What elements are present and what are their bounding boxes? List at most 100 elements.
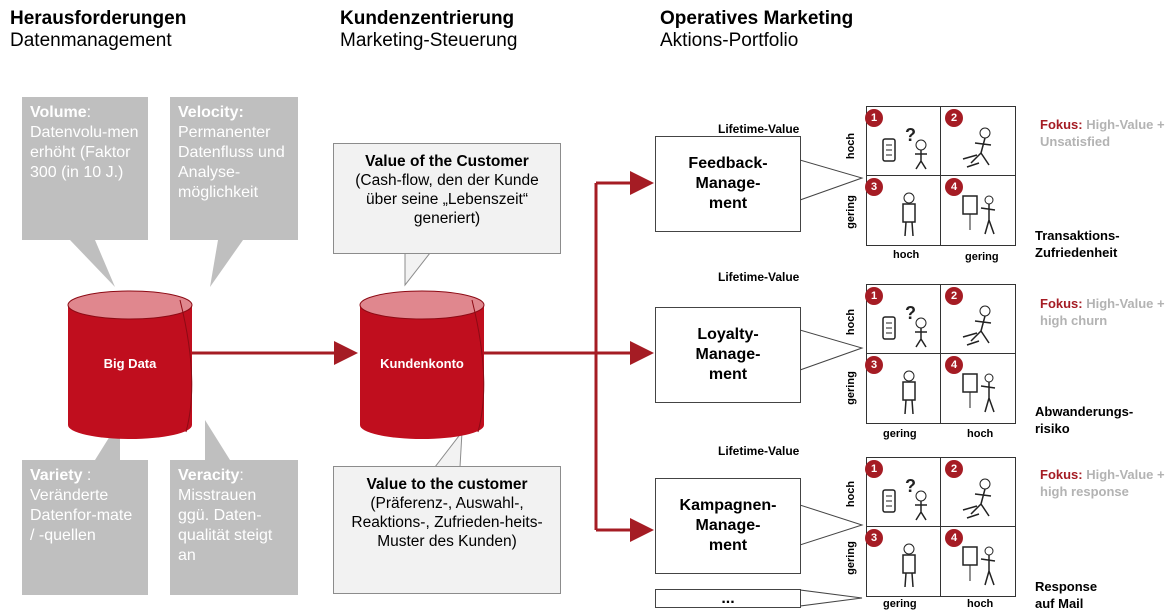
y-axis-label: hoch (845, 480, 858, 508)
presenter-icon (962, 373, 996, 413)
phone-person-icon: ? (882, 125, 927, 170)
column-header-customer: Kundenzentrierung Marketing-Steuerung (340, 8, 517, 52)
challenge-text: : Misstrauen ggü. Daten-qualität steigt … (178, 467, 273, 564)
challenge-variety-box: Variety : Veränderte Datenfor-mate / -qu… (22, 460, 148, 595)
x-axis-label: gering (965, 251, 999, 263)
quadrant-1: 1 ? (865, 285, 941, 354)
quadrant-number: 2 (945, 460, 963, 478)
angry-person-icon (962, 305, 992, 346)
quadrant-number: 1 (865, 460, 883, 478)
lifetime-value-label: Lifetime-Value (718, 270, 800, 284)
focus-note: Fokus: High-Value + high response (1040, 466, 1165, 500)
callout-tail (70, 240, 115, 287)
challenge-velocity-box: Velocity: Permanenter Datenfluss und Ana… (170, 97, 298, 240)
angry-person-icon (962, 478, 992, 519)
y-axis-label: hoch (845, 308, 858, 336)
svg-text:?: ? (905, 476, 916, 496)
angry-person-icon (962, 127, 992, 168)
kundenkonto-label: Kundenkonto (380, 356, 464, 371)
quadrant-3: 3 (865, 527, 941, 596)
presenter-icon (962, 546, 996, 586)
quadrant-2: 2 (941, 458, 1015, 527)
kpi-label: Transaktions- Zufriedenheit (1035, 228, 1120, 260)
quadrant-3: 3 (865, 354, 941, 423)
y-axis-label: gering (844, 195, 857, 229)
quadrant-1: 1 ? (865, 458, 941, 527)
column-header-challenges: Herausforderungen Datenmanagement (10, 8, 186, 52)
focus-text: High-Value + high response (1040, 467, 1165, 499)
x-axis-label: gering (883, 598, 917, 610)
svg-text:?: ? (905, 125, 916, 145)
column-title: Kundenzentrierung (340, 8, 515, 29)
standing-person-icon (902, 192, 916, 237)
x-axis-label: gering (883, 428, 917, 440)
quadrant-4: 4 (941, 176, 1015, 245)
lifetime-value-label: Lifetime-Value (718, 444, 800, 458)
quadrant-number: 4 (945, 529, 963, 547)
big-data-cylinder (67, 290, 193, 439)
y-axis-label: gering (844, 541, 857, 575)
challenge-volume-box: Volume: Datenvolu-men erhöht (Faktor 300… (22, 97, 148, 240)
focus-label: Fokus: (1040, 117, 1083, 132)
column-subtitle: Marketing-Steuerung (340, 30, 518, 51)
y-axis-label: hoch (845, 132, 858, 160)
focus-text: High-Value + Unsatisfied (1040, 117, 1165, 149)
callout-tail (799, 159, 864, 201)
x-axis-label: hoch (893, 249, 920, 261)
quadrant-number: 2 (945, 109, 963, 127)
portfolio-matrix-kampagnen: 1 ? 2 3 4 (865, 457, 1016, 597)
value-of-customer-box: Value of the Customer (Cash-flow, den de… (333, 143, 561, 254)
quadrant-3: 3 (865, 176, 941, 245)
quadrant-number: 4 (945, 178, 963, 196)
quadrant-number: 3 (865, 178, 883, 196)
challenge-text: : Veränderte Datenfor-mate / -quellen (30, 467, 133, 544)
column-subtitle: Aktions-Portfolio (660, 30, 799, 51)
callout-tail (210, 240, 243, 287)
callout-tail (205, 420, 230, 460)
more-box: ... (655, 589, 801, 608)
challenge-text: : Datenvolu-men erhöht (Faktor 300 (in 1… (30, 104, 139, 181)
feedback-management-box: Feedback- Manage- ment (655, 136, 801, 232)
challenge-veracity-box: Veracity: Misstrauen ggü. Daten-qualität… (170, 460, 298, 595)
quadrant-1: 1 ? (865, 107, 941, 176)
challenge-label: Volume (30, 104, 87, 121)
big-data-label: Big Data (103, 356, 157, 371)
loyalty-management-box: Loyalty- Manage- ment (655, 307, 801, 403)
presenter-icon (962, 195, 996, 235)
challenge-label: Variety (30, 467, 83, 484)
kampagnen-management-box: Kampagnen- Manage- ment (655, 478, 801, 574)
phone-person-icon: ? (882, 303, 927, 348)
callout-tail (799, 589, 863, 607)
portfolio-matrix-loyalty: 1 ? 2 3 4 (865, 284, 1016, 424)
phone-person-icon: ? (882, 476, 927, 521)
focus-label: Fokus: (1040, 467, 1083, 482)
quadrant-number: 3 (865, 529, 883, 547)
quadrant-4: 4 (941, 527, 1015, 596)
standing-person-icon (902, 543, 916, 588)
kpi-label: Abwanderungs- risiko (1035, 404, 1134, 436)
callout-tail (799, 329, 864, 371)
callout-tail (799, 504, 864, 546)
focus-note: Fokus: High-Value + high churn (1040, 295, 1165, 329)
quadrant-2: 2 (941, 107, 1015, 176)
portfolio-matrix-feedback: 1 ? 2 3 4 (865, 106, 1016, 246)
x-axis-label: hoch (967, 598, 994, 610)
quadrant-number: 1 (865, 287, 883, 305)
column-subtitle: Datenmanagement (10, 30, 172, 51)
callout-tail (404, 252, 432, 287)
column-title: Operatives Marketing (660, 8, 854, 29)
lifetime-value-label: Lifetime-Value (718, 122, 800, 136)
challenge-label: Veracity (178, 467, 240, 484)
challenge-text: Permanenter Datenfluss und Analyse-mögli… (178, 124, 285, 201)
focus-label: Fokus: (1040, 296, 1083, 311)
focus-text: High-Value + high churn (1040, 296, 1165, 328)
kundenkonto-cylinder (359, 290, 485, 439)
value-to-title: Value to the customer (366, 476, 528, 493)
standing-person-icon (902, 370, 916, 415)
kpi-label: Response auf Mail (1035, 579, 1098, 611)
svg-text:?: ? (905, 303, 916, 323)
column-header-marketing: Operatives Marketing Aktions-Portfolio (660, 8, 853, 52)
quadrant-number: 1 (865, 109, 883, 127)
column-title: Herausforderungen (10, 8, 187, 29)
